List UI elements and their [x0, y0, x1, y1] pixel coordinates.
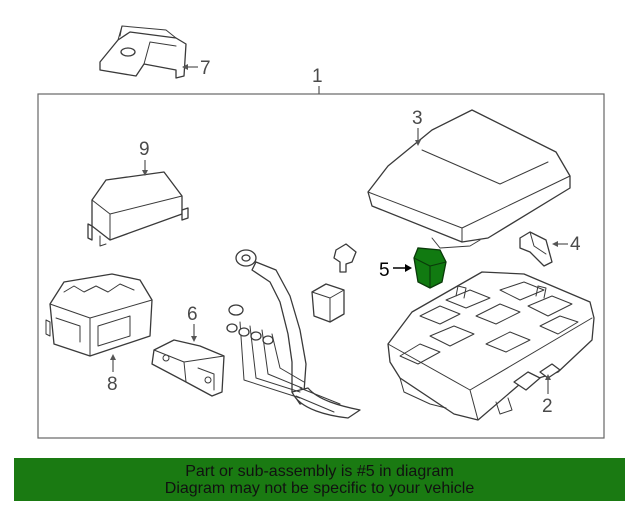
- part-7-bracket[interactable]: [99, 25, 187, 79]
- part-2-fuse-box[interactable]: [387, 271, 595, 421]
- part-5-relay[interactable]: [413, 247, 447, 289]
- callout-1[interactable]: 1: [312, 66, 323, 94]
- banner-line-2: Diagram may not be specific to your vehi…: [164, 479, 475, 497]
- banner-line-1: Part or sub-assembly is #5 in diagram: [185, 462, 454, 480]
- svg-text:7: 7: [200, 58, 211, 79]
- info-banner: Part or sub-assembly is #5 in diagram Di…: [14, 458, 625, 501]
- svg-text:6: 6: [187, 304, 198, 325]
- assembly-box: [37, 93, 605, 439]
- svg-text:5: 5: [379, 260, 390, 281]
- parts-diagram: 1 7 9 3: [37, 25, 605, 439]
- callout-2[interactable]: 2: [542, 374, 553, 417]
- relay-small[interactable]: [311, 283, 345, 323]
- svg-text:8: 8: [107, 374, 118, 395]
- part-3-main-cover[interactable]: [367, 109, 571, 249]
- fuse-small[interactable]: [333, 243, 357, 273]
- callout-7[interactable]: 7: [182, 58, 211, 79]
- wire-harness[interactable]: [226, 249, 361, 419]
- part-6-bracket[interactable]: [151, 339, 225, 397]
- callout-4[interactable]: 4: [552, 234, 581, 255]
- svg-text:2: 2: [542, 396, 553, 417]
- callout-8[interactable]: 8: [107, 354, 118, 395]
- callout-3[interactable]: 3: [412, 108, 423, 146]
- part-8-junction-block[interactable]: [45, 273, 153, 357]
- callout-5[interactable]: 5: [379, 260, 412, 281]
- svg-text:9: 9: [139, 139, 150, 160]
- callout-6[interactable]: 6: [187, 304, 198, 342]
- part-4-clip[interactable]: [519, 231, 553, 267]
- svg-text:4: 4: [570, 234, 581, 255]
- callout-9[interactable]: 9: [139, 139, 150, 176]
- svg-text:3: 3: [412, 108, 423, 129]
- part-9-cover[interactable]: [87, 171, 189, 247]
- svg-text:1: 1: [312, 66, 323, 87]
